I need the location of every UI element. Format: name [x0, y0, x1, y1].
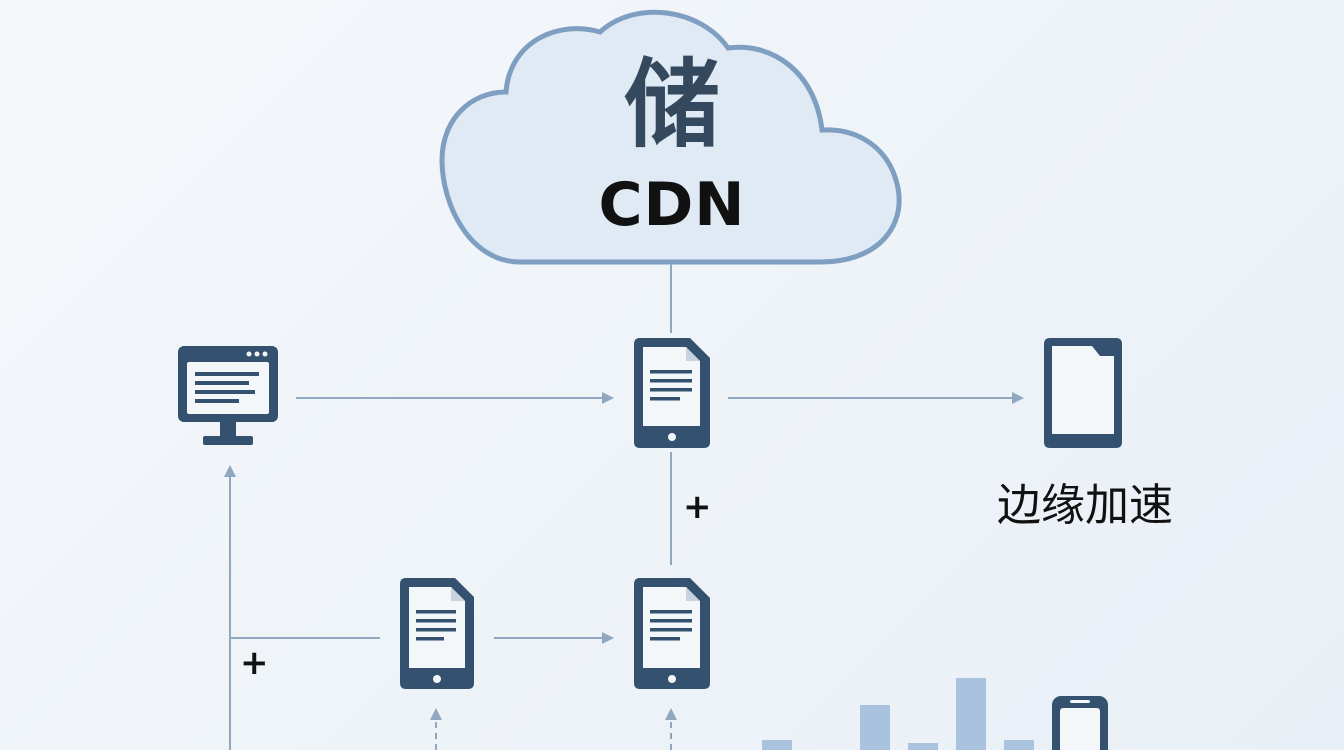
edge-acceleration-label: 边缘加速: [997, 480, 1173, 531]
chart-bar: [1004, 740, 1034, 750]
chart-bar: [860, 705, 890, 750]
tablet-document-icon: [634, 338, 710, 448]
ebook-reader-icon: [1044, 338, 1122, 448]
chart-bar: [956, 678, 986, 750]
lower-tablet-document-icon: [634, 578, 710, 689]
chart-bar: [908, 743, 938, 750]
plus-symbol-lower: +: [240, 643, 269, 683]
cloud-title: 储: [624, 49, 720, 161]
chart-bar: [762, 740, 792, 750]
monitor-icon: [178, 346, 278, 445]
smartphone-icon: [1052, 696, 1108, 750]
cloud-subtitle: CDN: [598, 170, 746, 240]
bar-chart-icon: [762, 678, 1034, 750]
document-icon: [400, 578, 474, 689]
plus-symbol-upper: +: [683, 487, 712, 527]
cdn-cloud-shape: [439, 9, 902, 265]
